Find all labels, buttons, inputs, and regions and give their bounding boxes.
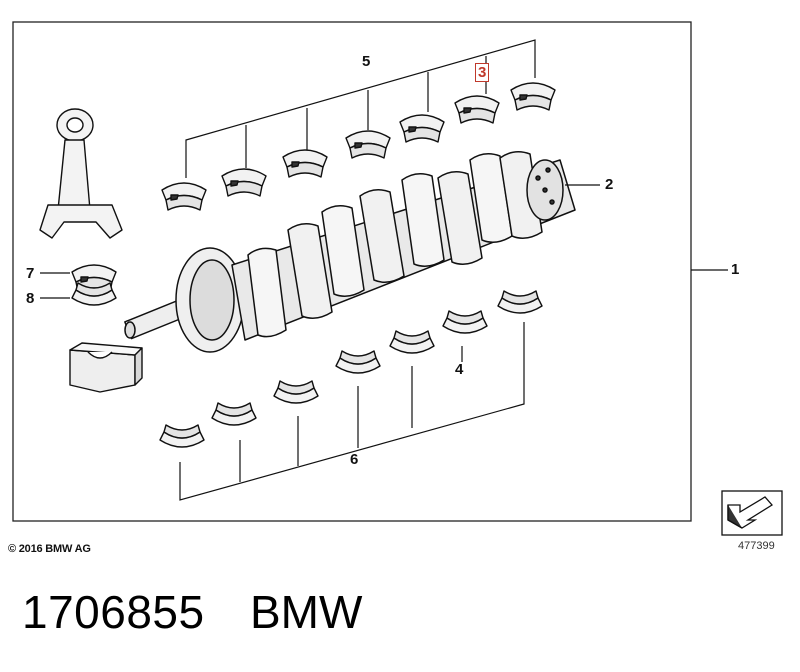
connecting-rod bbox=[39, 108, 123, 239]
callout-1[interactable]: 1 bbox=[731, 261, 740, 278]
thrust-bearing-shell-lower bbox=[442, 310, 488, 334]
callout-7[interactable]: 7 bbox=[26, 265, 35, 282]
bracket-5 bbox=[185, 39, 536, 178]
callout-4[interactable]: 4 bbox=[455, 361, 464, 378]
diagram-border bbox=[12, 21, 692, 522]
callout-2[interactable]: 2 bbox=[605, 176, 614, 193]
callout-3[interactable]: 3 bbox=[475, 63, 490, 82]
bracket-6 bbox=[179, 322, 525, 501]
copyright-text: © 2016 BMW AG bbox=[8, 543, 91, 555]
part-number: 1706855 bbox=[22, 586, 205, 638]
main-bearing-cap bbox=[69, 342, 143, 393]
rod-bearing-shells bbox=[40, 264, 117, 306]
callout-6[interactable]: 6 bbox=[350, 451, 359, 468]
thrust-bearing-shell bbox=[454, 95, 500, 124]
navigation-arrow-icon[interactable] bbox=[721, 490, 783, 536]
callout-8[interactable]: 8 bbox=[26, 290, 35, 307]
crankshaft bbox=[124, 151, 576, 353]
callout-5[interactable]: 5 bbox=[362, 53, 371, 70]
diagram-number: 477399 bbox=[738, 540, 775, 552]
brand-name: BMW bbox=[250, 586, 363, 638]
